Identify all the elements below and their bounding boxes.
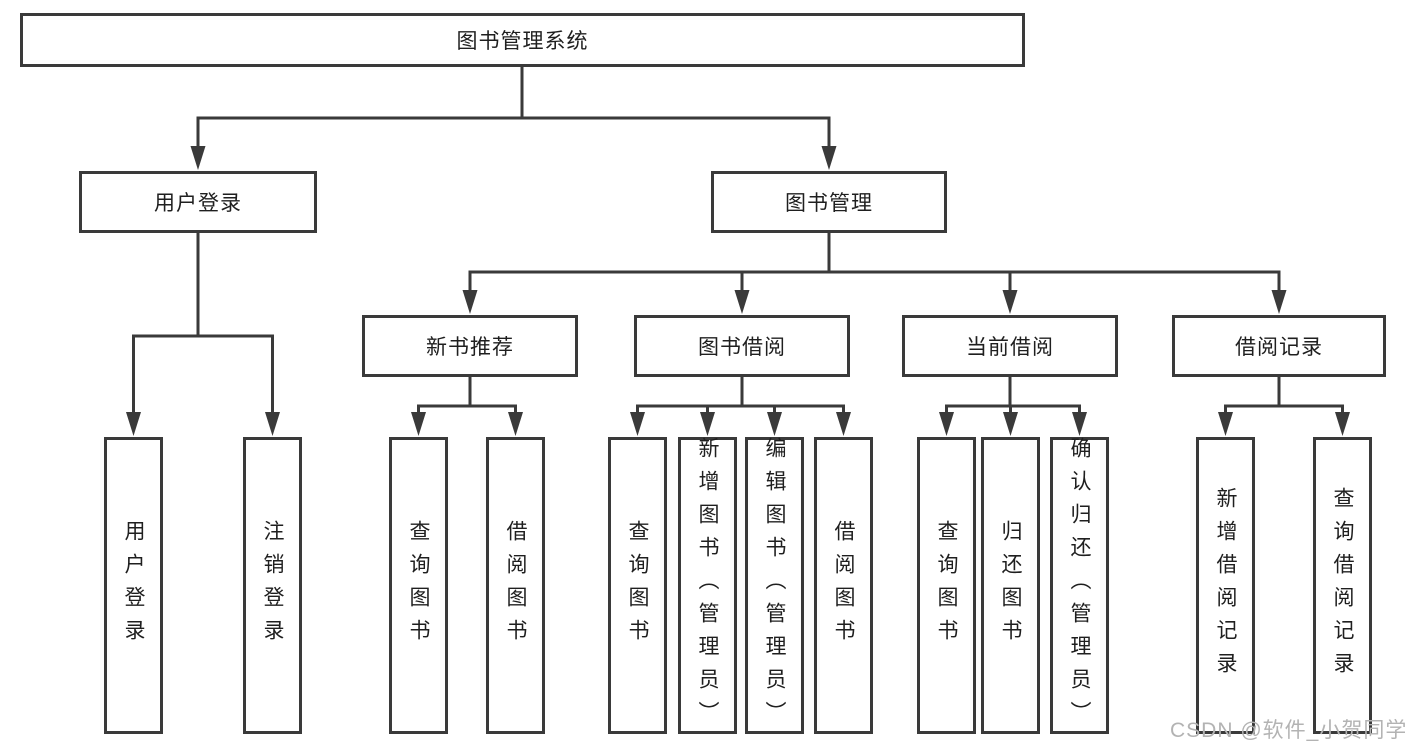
- leaf-edit-book-admin: 编辑图书（管理员）: [745, 437, 804, 734]
- csdn-watermark: CSDN @软件_小贺同学: [1170, 719, 1405, 742]
- node-user-login-label: 用户登录: [154, 192, 242, 215]
- node-current-borrowing-label: 当前借阅: [966, 336, 1054, 359]
- node-new-book-recommendation: 新书推荐: [362, 315, 578, 377]
- leaf-query-borrow-record: 查询借阅记录: [1313, 437, 1372, 734]
- node-book-borrowing-label: 图书借阅: [698, 336, 786, 359]
- node-library-system: 图书管理系统: [20, 13, 1025, 67]
- node-book-borrowing: 图书借阅: [634, 315, 850, 377]
- leaf-query-books-borrowing-label: 查询图书: [626, 519, 649, 652]
- leaf-query-books-recommend: 查询图书: [389, 437, 448, 734]
- leaf-borrow-books-recommend-label: 借阅图书: [504, 519, 527, 652]
- leaf-add-book-admin: 新增图书（管理员）: [678, 437, 737, 734]
- leaf-add-borrow-record: 新增借阅记录: [1196, 437, 1255, 734]
- node-library-system-label: 图书管理系统: [456, 30, 589, 53]
- leaf-borrow-books-recommend: 借阅图书: [486, 437, 545, 734]
- node-borrowing-records: 借阅记录: [1172, 315, 1386, 377]
- node-book-management-label: 图书管理: [785, 192, 873, 215]
- node-new-book-recommendation-label: 新书推荐: [426, 336, 514, 359]
- leaf-query-books-recommend-label: 查询图书: [407, 519, 430, 652]
- leaf-query-books-current-label: 查询图书: [935, 519, 958, 652]
- leaf-return-book: 归还图书: [981, 437, 1040, 734]
- leaf-confirm-return-admin-label: 确认归还（管理员）: [1068, 437, 1091, 734]
- leaf-return-book-label: 归还图书: [999, 519, 1022, 652]
- leaf-edit-book-admin-label: 编辑图书（管理员）: [763, 437, 786, 734]
- leaf-query-books-current: 查询图书: [917, 437, 976, 734]
- leaf-logout-label: 注销登录: [261, 519, 284, 652]
- node-book-management: 图书管理: [711, 171, 947, 233]
- leaf-query-borrow-record-label: 查询借阅记录: [1331, 486, 1354, 685]
- node-current-borrowing: 当前借阅: [902, 315, 1118, 377]
- leaf-add-borrow-record-label: 新增借阅记录: [1214, 486, 1237, 685]
- node-user-login: 用户登录: [79, 171, 317, 233]
- leaf-add-book-admin-label: 新增图书（管理员）: [696, 437, 719, 734]
- leaf-query-books-borrowing: 查询图书: [608, 437, 667, 734]
- leaf-user-login: 用户登录: [104, 437, 163, 734]
- leaf-borrow-books-borrowing: 借阅图书: [814, 437, 873, 734]
- leaf-logout: 注销登录: [243, 437, 302, 734]
- leaf-borrow-books-borrowing-label: 借阅图书: [832, 519, 855, 652]
- leaf-confirm-return-admin: 确认归还（管理员）: [1050, 437, 1109, 734]
- node-borrowing-records-label: 借阅记录: [1235, 336, 1323, 359]
- leaf-user-login-label: 用户登录: [122, 519, 145, 652]
